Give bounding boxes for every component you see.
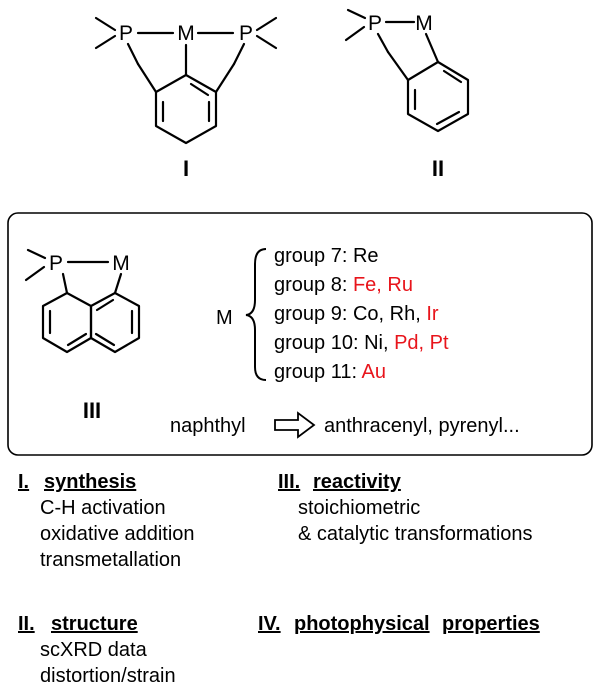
section-reactivity: III. reactivity stoichiometric & catalyt… [278,471,533,545]
curly-brace [245,248,267,381]
metal-group-list: group 7: Re group 8: Fe, Ru group 9: Co,… [274,245,449,383]
structure-I-atom-metal: M [177,22,195,45]
naphthyl-label: naphthyl [170,415,246,437]
section-synthesis-title: synthesis [44,471,136,493]
metal-symbol-label: M [216,307,233,329]
section-synthesis-number: I. [18,471,29,493]
group-11-metals-highlighted: Au [361,361,385,383]
group-7-line: group 7: Re [274,245,379,267]
structure-II-bonds [344,8,470,133]
group-10-prefix: group 10: [274,332,364,354]
reactivity-line-2: & catalytic transformations [298,523,533,545]
structure-II: P M II [344,8,470,181]
synthesis-line-3: transmetallation [40,549,181,571]
extension-label: anthracenyl, pyrenyl... [324,415,520,437]
group-9-prefix: group 9: [274,303,353,325]
synthesis-line-2: oxidative addition [40,523,195,545]
section-photophysical-title-word-1: photophysical [294,613,430,635]
group-10-metals: Ni, [364,332,394,354]
section-structure-title: structure [51,613,138,635]
structure-II-atom-p: P [368,12,382,35]
group-9-metals: Co, Rh, [353,303,426,325]
structure-line-2: distortion/strain [40,665,176,687]
structure-III-bonds [24,248,141,354]
group-8-prefix: group 8: [274,274,353,296]
group-7-prefix: group 7: [274,245,353,267]
group-7-metals: Re [353,245,379,267]
metal-scope-box [7,212,593,456]
section-synthesis: I. synthesis C-H activation oxidative ad… [18,471,195,571]
section-photophysical: IV. photophysical properties [258,613,540,635]
structure-I-atom-p-right: P [239,22,253,45]
group-10-metals-highlighted: Pd, Pt [394,332,449,354]
synthesis-line-1: C-H activation [40,497,166,519]
group-11-line: group 11: Au [274,361,386,383]
section-structure: II. structure scXRD data distortion/stra… [18,613,176,687]
group-9-line: group 9: Co, Rh, Ir [274,303,439,325]
group-8-line: group 8: Fe, Ru [274,274,413,296]
structure-III-atom-metal: M [112,252,130,275]
structure-line-1: scXRD data [40,639,148,661]
structure-III: P M III [24,248,141,423]
group-8-metals-highlighted: Fe, Ru [353,274,413,296]
open-arrow-icon [274,411,316,439]
group-10-line: group 10: Ni, Pd, Pt [274,332,449,354]
structure-III-label: III [83,398,101,423]
section-photophysical-title-word-2: properties [442,613,540,635]
structure-I-atom-p-left: P [119,22,133,45]
section-photophysical-number: IV. [258,613,281,635]
structure-II-atom-metal: M [415,12,433,35]
structure-II-label: II [432,156,444,181]
section-reactivity-title: reactivity [313,471,402,493]
group-11-prefix: group 11: [274,361,361,383]
reactivity-line-1: stoichiometric [298,497,420,519]
section-structure-number: II. [18,613,35,635]
structure-I-label: I [183,156,189,181]
structure-I: P M P I [94,16,278,181]
structure-I-bonds [94,16,278,145]
group-9-metals-highlighted: Ir [426,303,439,325]
section-reactivity-number: III. [278,471,300,493]
structure-III-atom-p: P [49,252,63,275]
